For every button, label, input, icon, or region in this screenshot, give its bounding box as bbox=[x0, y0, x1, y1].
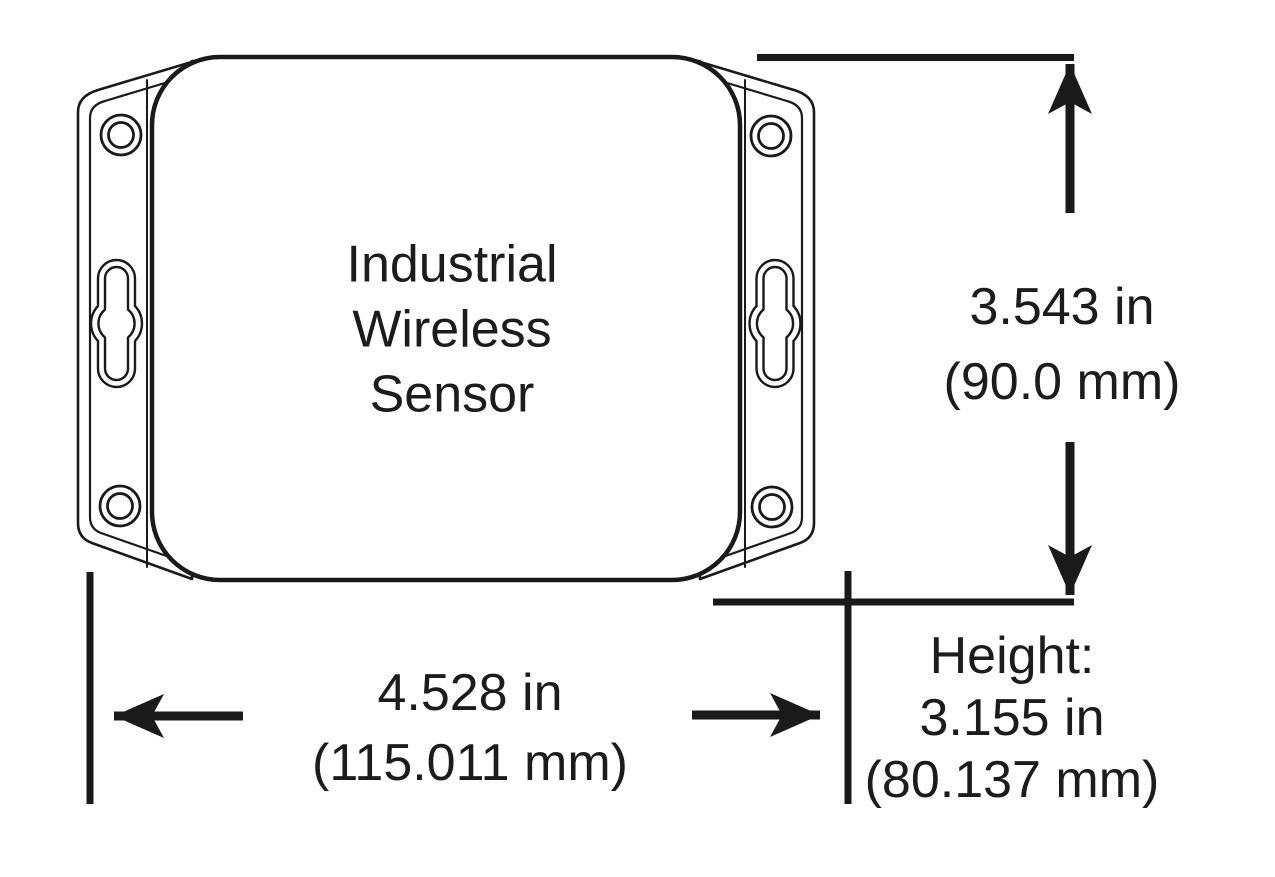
device-label-line-2: Wireless bbox=[352, 300, 552, 359]
sensor-body bbox=[149, 54, 743, 583]
height-dimension-inches: 3.155 in bbox=[919, 689, 1105, 747]
vertical-dimension-label: 3.543 in (90.0 mm) bbox=[944, 270, 1181, 420]
height-dimension-title: Height: bbox=[929, 627, 1095, 685]
height-dimension-millimeters: (80.137 mm) bbox=[864, 751, 1160, 809]
right-flange-keyhole-slot bbox=[748, 258, 802, 389]
left-flange-inner-edge bbox=[88, 71, 200, 568]
left-flange-top-mounting-hole bbox=[99, 113, 143, 157]
vertical-dimension-millimeters: (90.0 mm) bbox=[943, 353, 1181, 411]
horizontal-dimension-millimeters: (115.011 mm) bbox=[312, 734, 628, 792]
device-label-line-1: Industrial bbox=[346, 235, 558, 294]
device-label: Industrial Wireless Sensor bbox=[347, 233, 558, 428]
horizontal-dimension-inches: 4.528 in bbox=[377, 664, 563, 722]
right-flange-top-mounting-hole bbox=[749, 114, 793, 158]
dimension-lines bbox=[86, 54, 1074, 804]
vertical-dimension-inches: 3.543 in bbox=[969, 278, 1155, 336]
right-flange-inner-edge bbox=[692, 71, 804, 568]
horizontal-dimension-label: 4.528 in (115.011 mm) bbox=[312, 658, 628, 798]
device-label-line-3: Sensor bbox=[369, 365, 535, 424]
dimension-arrows bbox=[114, 64, 1092, 738]
left-flange-keyhole-slot bbox=[89, 258, 144, 389]
right-flange-bottom-mounting-hole bbox=[750, 485, 794, 529]
left-flange-bottom-mounting-hole bbox=[98, 484, 142, 528]
height-dimension-label: Height: 3.155 in (80.137 mm) bbox=[865, 625, 1160, 811]
